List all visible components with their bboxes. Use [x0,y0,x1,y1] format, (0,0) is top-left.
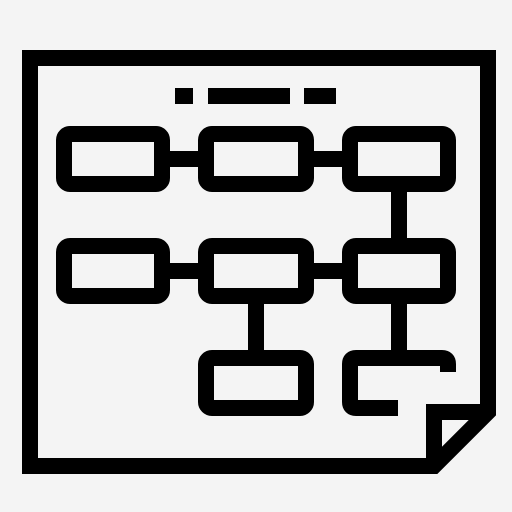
title-dash-right [304,88,336,104]
title-dash-middle [208,88,290,104]
flow-box-r2-c1 [56,238,170,304]
flow-box-r3-c3 [342,350,456,416]
flow-box-r2-c2 [198,238,314,304]
page-fold-corner [426,404,488,466]
page-outline [22,50,496,474]
flow-box-r1-c3 [342,126,456,192]
flow-box-r3-c2 [198,350,314,416]
title-dash-left [175,88,193,104]
flow-box-r1-c2 [198,126,314,192]
flow-box-r1-c1 [56,126,170,192]
flow-box-r2-c3 [342,238,456,304]
